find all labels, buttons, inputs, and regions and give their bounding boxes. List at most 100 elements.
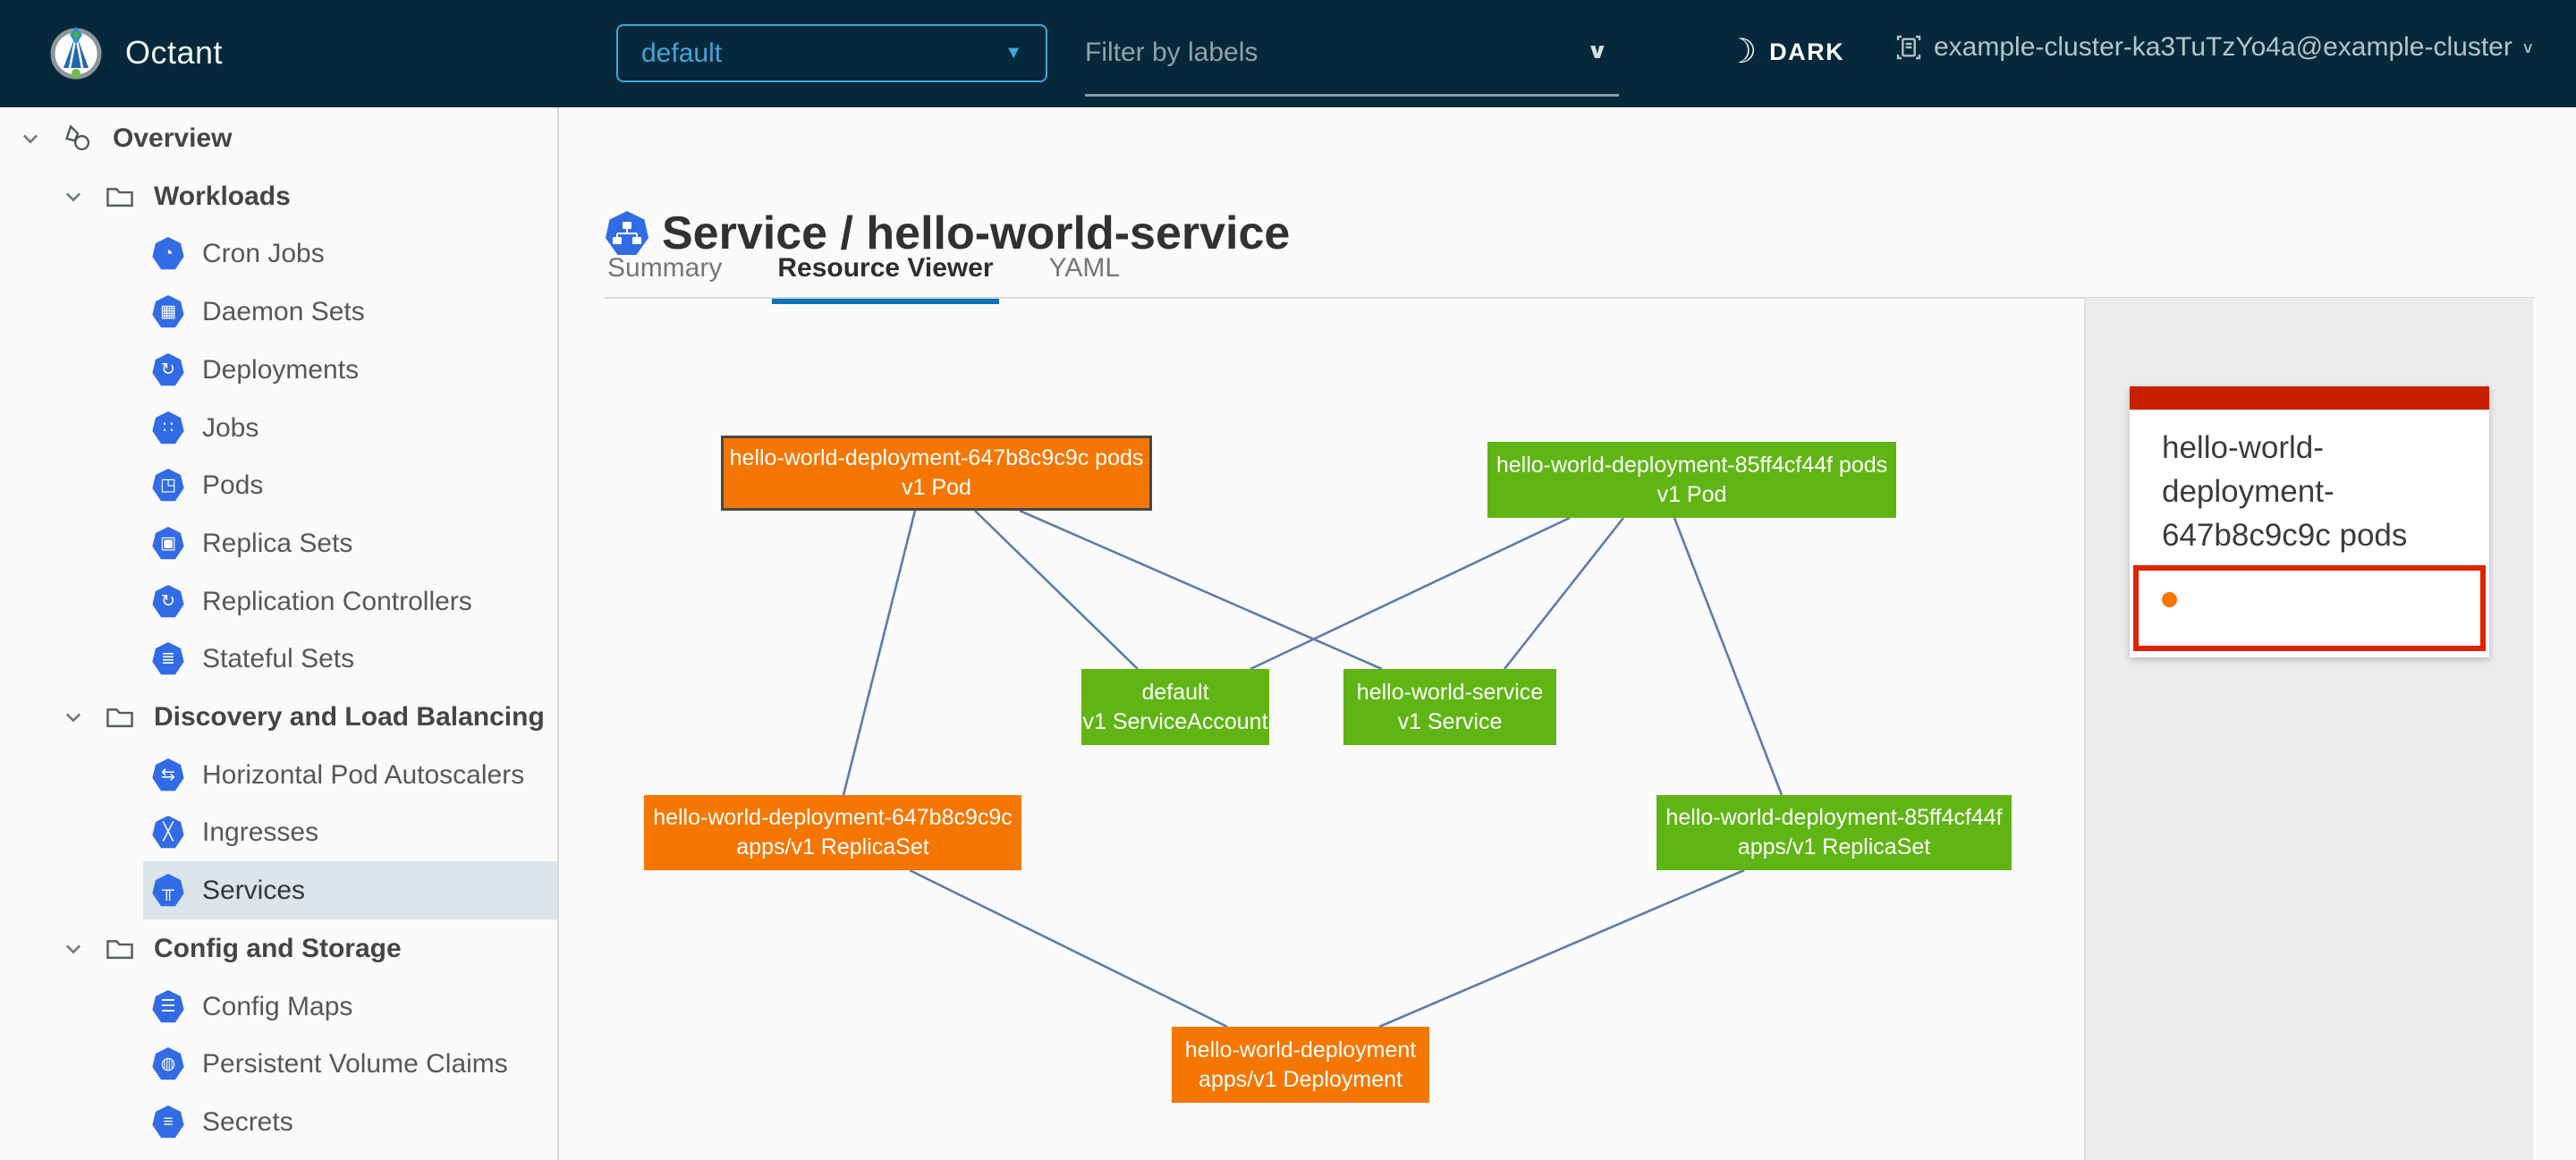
sidebar-item-label: Horizontal Pod Autoscalers [202,759,525,790]
sidebar-item-label: Cron Jobs [202,238,325,268]
label-filter-placeholder: Filter by labels [1085,38,1258,67]
deployments-icon: ↻ [152,353,184,386]
replica-sets-icon: ▣ [152,527,184,560]
sidebar-item-pods[interactable]: ◳Pods [143,456,557,514]
tab-bar: Summary Resource Viewer YAML [605,253,1123,304]
sidebar-item-daemon-sets[interactable]: ▦ Daemon Sets [143,283,557,341]
folder-icon [106,939,133,959]
detail-card: hello-world-deployment-647b8c9c9c pods [2130,386,2489,657]
detail-panel: hello-world-deployment-647b8c9c9c pods [2084,298,2533,1160]
graph-edge [1673,517,1784,796]
sidebar-item-label: Pods [202,470,264,500]
horizontal-pod-autoscalers-icon: ⇆ [152,758,184,792]
sidebar-item-deployments[interactable]: ↻ Deployments [143,341,557,399]
tab-summary[interactable]: Summary [607,253,723,283]
folder-icon [106,707,133,727]
sidebar-item-config-and-storage[interactable]: Config and Storage [0,919,557,978]
node-label-name: hello-world-deployment-647b8c9c9c pods [729,445,1144,470]
tab-rule [605,297,2535,299]
sidebar-item-services[interactable]: ╥ Services [143,861,557,919]
graph-edge [974,510,1139,670]
graph-nodes: hello-world-deployment-647b8c9c9c pods v1… [561,107,2576,1160]
sidebar-item-stateful-sets[interactable]: ≣Stateful Sets [143,630,557,688]
overview-icon [65,123,90,150]
graph-edges [842,509,1784,1029]
label-filter-input[interactable]: Filter by labels ∨ [1085,21,1619,97]
sidebar-item-label: Config Maps [202,991,353,1021]
sidebar-item-secrets[interactable]: ≡ Secrets [143,1093,557,1151]
status-dot-icon [2162,592,2177,607]
status-box [2133,565,2486,651]
graph-node-pod-647b8c9c9c[interactable]: hello-world-deployment-647b8c9c9c pods v1… [721,436,1152,511]
detail-card-accent-bar [2130,386,2489,410]
sidebar-item-label: Secrets [202,1106,293,1137]
node-label-name: hello-world-deployment-647b8c9c9c [653,805,1013,830]
ingresses-icon: ╳ [152,816,184,849]
cluster-switcher[interactable]: example-cluster-ka3TuTzYo4a@example-clus… [1894,32,2534,63]
chevron-down-icon [65,712,81,722]
graph-edge [909,868,1228,1029]
sidebar-item-workloads[interactable]: Workloads [0,167,557,225]
main-content: Service / hello-world-service Summary Res… [561,107,2576,1160]
graph-edge [1019,509,1383,671]
sidebar-item-config-maps[interactable]: ☰Config Maps [143,978,557,1036]
persistent-volume-claims-icon: ◍ [152,1047,184,1080]
jobs-icon: ∷ [152,411,184,445]
graph-edge [1250,516,1571,671]
folder-icon [106,187,133,207]
page-title: Service / hello-world-service [662,207,1291,259]
sidebar-item-horizontal-pod-autoscalers[interactable]: ⇆ Horizontal Pod Autoscalers [143,746,557,804]
tab-resource-viewer[interactable]: Resource Viewer [772,253,999,304]
dark-mode-label: DARK [1769,38,1845,65]
detail-card-title: hello-world-deployment-647b8c9c9c pods [2162,430,2408,553]
sidebar-item-label: Config and Storage [154,933,402,963]
sidebar-item-label: Deployments [202,354,360,385]
chevron-down-icon [22,133,38,143]
node-label-name: hello-world-deployment-85ff4cf44f pods [1496,452,1888,478]
tab-yaml[interactable]: YAML [1048,253,1121,283]
secrets-icon: ≡ [152,1105,184,1139]
namespace-dropdown[interactable]: default ▼ [616,24,1047,82]
sidebar-item-replication-controllers[interactable]: ↻Replication Controllers [143,572,557,631]
cluster-name: example-cluster-ka3TuTzYo4a@example-clus… [1934,32,2512,62]
sidebar-item-replica-sets[interactable]: ▣ Replica Sets [143,514,557,572]
page-title-row: Service / hello-world-service [605,175,1290,292]
node-label-kind: v1 Pod [902,475,971,500]
daemon-sets-icon: ▦ [152,295,184,328]
sidebar-item-label: Replica Sets [202,528,353,558]
sidebar-item-label: Jobs [202,412,259,443]
sidebar-item-ingresses[interactable]: ╳ Ingresses [143,803,557,861]
node-label-name: hello-world-deployment [1184,1037,1417,1063]
node-label-kind: v1 ServiceAccount [1082,708,1268,734]
sidebar-item-label: Overview [113,123,233,153]
sidebar-item-persistent-volume-claims[interactable]: ◍Persistent Volume Claims [143,1035,557,1093]
sidebar-item-cron-jobs[interactable]: ◔ Cron Jobs [143,224,557,283]
graph-edge [1503,517,1625,670]
stateful-sets-icon: ≣ [152,642,184,675]
sidebar-item-overview[interactable]: Overview [0,109,557,167]
sidebar-item-label: Ingresses [202,817,319,847]
sidebar-item-discovery-and-load-balancing[interactable]: Discovery and Load Balancing [0,688,557,746]
filter-chevron-icon[interactable]: ∨ [1586,39,1608,64]
sidebar-item-label: Discovery and Load Balancing [154,701,545,732]
sidebar-item-jobs[interactable]: ∷ Jobs [143,399,557,457]
filter-underline [1085,94,1619,97]
octant-logo-icon [48,26,104,86]
node-label-kind: v1 Service [1397,708,1503,734]
sidebar-item-label: Daemon Sets [202,296,365,326]
sidebar-item-label: Workloads [154,181,291,211]
service-icon [606,210,648,255]
services-icon: ╥ [152,874,184,907]
moon-icon: ☾ [1726,33,1758,71]
dark-mode-toggle[interactable]: ☾ DARK [1726,33,1845,71]
app-header: Octant default ▼ Filter by labels ∨ ☾ DA… [0,0,2576,107]
cron-jobs-icon: ◔ [152,237,184,270]
sidebar-item-label: Services [202,875,306,905]
